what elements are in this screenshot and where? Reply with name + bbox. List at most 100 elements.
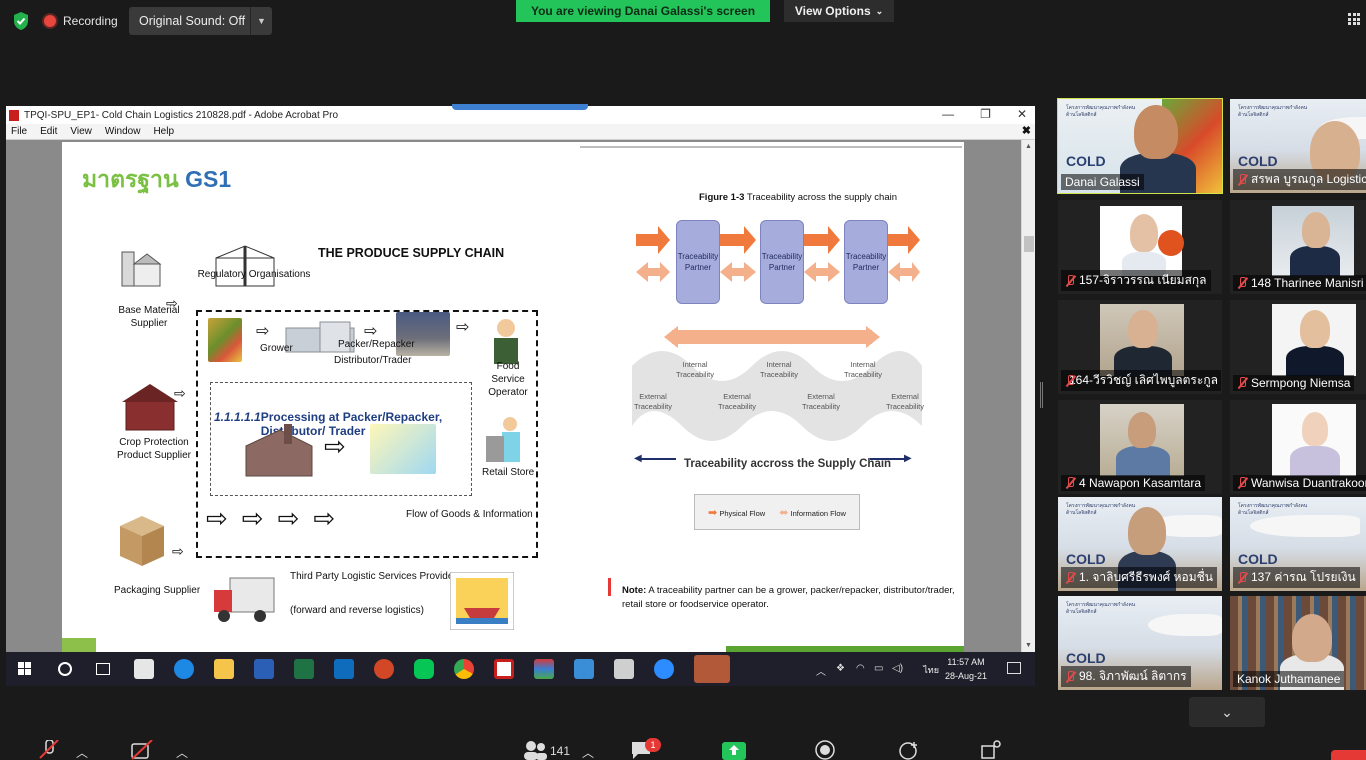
arrow-icon: ⇨ bbox=[166, 295, 178, 311]
original-sound-button[interactable]: Original Sound: Off ▼ bbox=[129, 7, 272, 35]
muted-mic-icon bbox=[1237, 377, 1247, 389]
arrow-left-icon: ◀ bbox=[634, 453, 642, 464]
participant-name: 137 ค่ารณ โปรยเงิน bbox=[1233, 567, 1360, 588]
chat-badge: 1 bbox=[645, 738, 661, 752]
windows-start-icon[interactable] bbox=[18, 662, 32, 676]
mic-options-chevron-icon[interactable]: ︿ bbox=[76, 746, 89, 760]
farmhouse-icon bbox=[122, 384, 178, 431]
footer-accent bbox=[62, 638, 96, 652]
chevron-down-icon: ⌄ bbox=[1221, 703, 1233, 720]
share-screen-icon[interactable] bbox=[722, 740, 746, 760]
menu-window[interactable]: Window bbox=[104, 126, 141, 137]
grower-label: Grower bbox=[260, 343, 293, 354]
banner-cold: COLD bbox=[1066, 551, 1106, 567]
leave-button[interactable] bbox=[1331, 750, 1366, 760]
word-icon[interactable] bbox=[254, 659, 274, 679]
video-tile-11[interactable]: โครงการพัฒนาคุณภาพกำลังคนด้านโลจิสติกส์ … bbox=[1058, 596, 1222, 690]
photos-icon[interactable] bbox=[574, 659, 594, 679]
video-tile-5[interactable]: 164-วีรวิชญ์ เลิศไพบูลตระกูล bbox=[1058, 300, 1222, 394]
external-label-1: External Traceability bbox=[633, 392, 673, 412]
zoom-icon[interactable] bbox=[654, 659, 674, 679]
video-tile-10[interactable]: โครงการพัฒนาคุณภาพกำลังคนด้านโลจิสติกส์ … bbox=[1230, 497, 1366, 591]
battery-icon[interactable]: ▭ bbox=[874, 663, 884, 674]
video-off-icon[interactable] bbox=[130, 740, 156, 760]
volume-icon[interactable]: ◁) bbox=[892, 663, 904, 674]
banner-text: โครงการพัฒนาคุณภาพกำลังคนด้านโลจิสติกส์ bbox=[1238, 503, 1308, 516]
muted-mic-icon bbox=[1065, 274, 1075, 287]
participants-icon[interactable] bbox=[522, 740, 548, 760]
arrow-icon: ⇨ bbox=[172, 543, 184, 559]
close-document-icon[interactable]: ✖ bbox=[1021, 125, 1031, 137]
outlook-icon[interactable] bbox=[334, 659, 354, 679]
menu-file[interactable]: File bbox=[11, 126, 28, 137]
edge-icon[interactable] bbox=[174, 659, 194, 679]
view-options-button[interactable]: View Options ⌄ bbox=[784, 0, 894, 22]
powerpoint-icon[interactable] bbox=[374, 659, 394, 679]
video-tile-8[interactable]: Wanwisa Duantrakoon bbox=[1230, 400, 1366, 494]
gallery-grid-icon[interactable] bbox=[1348, 13, 1360, 25]
books-icon[interactable] bbox=[534, 659, 554, 679]
scroll-up-icon[interactable]: ▲ bbox=[1025, 143, 1032, 150]
video-tile-2[interactable]: โครงการพัฒนาคุณภาพกำลังคนด้านโลจิสติกส์ … bbox=[1230, 99, 1366, 193]
chrome-icon[interactable] bbox=[454, 659, 474, 679]
video-tile-danai[interactable]: โครงการพัฒนาคุณภาพกำลังคนด้านโลจิสติกส์ … bbox=[1057, 98, 1223, 194]
record-icon[interactable] bbox=[814, 740, 836, 760]
third-party-sub-label: (forward and reverse logistics) bbox=[290, 605, 424, 616]
video-tile-7[interactable]: 4 Nawapon Kasamtara bbox=[1058, 400, 1222, 494]
encryption-shield-icon[interactable] bbox=[12, 11, 30, 31]
taskbar-clock[interactable]: 11:57 AM 28-Aug-21 bbox=[945, 656, 987, 683]
chevron-up-icon[interactable]: ︿ bbox=[816, 667, 826, 678]
traceability-diagram bbox=[632, 226, 922, 441]
video-tile-4[interactable]: 148 Tharinee Manisri bbox=[1230, 200, 1366, 294]
dropbox-icon[interactable]: ❖ bbox=[836, 663, 845, 674]
participants-chevron-icon[interactable]: ︿ bbox=[582, 746, 595, 760]
recording-label: Recording bbox=[63, 14, 118, 28]
scroll-down-icon[interactable]: ▼ bbox=[1025, 642, 1032, 649]
close-icon[interactable]: ✕ bbox=[1016, 107, 1027, 121]
acrobat-window-title: TPQI-SPU_EP1- Cold Chain Logistics 21082… bbox=[24, 109, 339, 121]
video-tile-9[interactable]: โครงการพัฒนาคุณภาพกำลังคนด้านโลจิสติกส์ … bbox=[1058, 497, 1222, 591]
network-folder-icon[interactable] bbox=[614, 659, 634, 679]
file-explorer-icon[interactable] bbox=[214, 659, 234, 679]
panel-splitter-handle[interactable] bbox=[1040, 382, 1043, 408]
video-tile-12[interactable]: Kanok Juthamanee bbox=[1230, 596, 1366, 690]
reactions-icon[interactable] bbox=[898, 740, 920, 760]
task-view-icon[interactable] bbox=[96, 663, 110, 675]
slide-title-thai: มาตรฐาน bbox=[82, 166, 179, 192]
chevron-down-icon[interactable]: ▼ bbox=[250, 7, 272, 35]
page-rule bbox=[580, 146, 962, 148]
restore-icon[interactable]: ❐ bbox=[980, 107, 991, 121]
excel-icon[interactable] bbox=[294, 659, 314, 679]
acrobat-icon[interactable] bbox=[494, 659, 514, 679]
scroll-thumb[interactable] bbox=[1024, 236, 1034, 252]
gallery-next-page-button[interactable]: ⌄ bbox=[1189, 697, 1265, 727]
acrobat-title-bar: TPQI-SPU_EP1- Cold Chain Logistics 21082… bbox=[6, 104, 1035, 124]
apps-icon[interactable] bbox=[980, 740, 1002, 760]
search-icon[interactable] bbox=[58, 662, 72, 676]
banner-text: โครงการพัฒนาคุณภาพกำลังคนด้านโลจิสติกส์ bbox=[1238, 105, 1308, 118]
line-icon[interactable] bbox=[414, 659, 434, 679]
processing-boundary bbox=[210, 382, 472, 496]
menu-edit[interactable]: Edit bbox=[40, 126, 58, 137]
minimize-icon[interactable]: — bbox=[942, 107, 955, 121]
input-language[interactable]: ไทย bbox=[923, 665, 939, 675]
recording-indicator[interactable]: Recording bbox=[44, 11, 118, 31]
notification-icon[interactable] bbox=[1007, 662, 1021, 674]
menu-help[interactable]: Help bbox=[153, 126, 175, 137]
wifi-icon[interactable]: ◠ bbox=[856, 663, 865, 674]
video-tile-3[interactable]: 157-จิราวรรณ เนียมสกุล bbox=[1058, 200, 1222, 294]
share-control-tab[interactable] bbox=[452, 104, 588, 110]
menu-view[interactable]: View bbox=[70, 126, 92, 137]
original-sound-label: Original Sound: Off bbox=[139, 14, 246, 28]
video-options-chevron-icon[interactable]: ︿ bbox=[176, 746, 189, 760]
muted-mic-icon[interactable] bbox=[38, 740, 62, 760]
arrow-icon: ⇨ bbox=[456, 319, 470, 336]
note-marker bbox=[608, 578, 611, 596]
store-icon[interactable] bbox=[134, 659, 154, 679]
retail-label: Retail Store bbox=[482, 467, 535, 478]
document-scrollbar[interactable]: ▲ ▼ bbox=[1021, 140, 1035, 652]
video-tile-6[interactable]: Sermpong Niemsa bbox=[1230, 300, 1366, 394]
third-party-label: Third Party Logistic Services Provider bbox=[290, 571, 457, 582]
teams-icon[interactable] bbox=[694, 655, 730, 683]
flow-arrows-icon: ⇨⇨⇨⇨ bbox=[206, 503, 350, 533]
